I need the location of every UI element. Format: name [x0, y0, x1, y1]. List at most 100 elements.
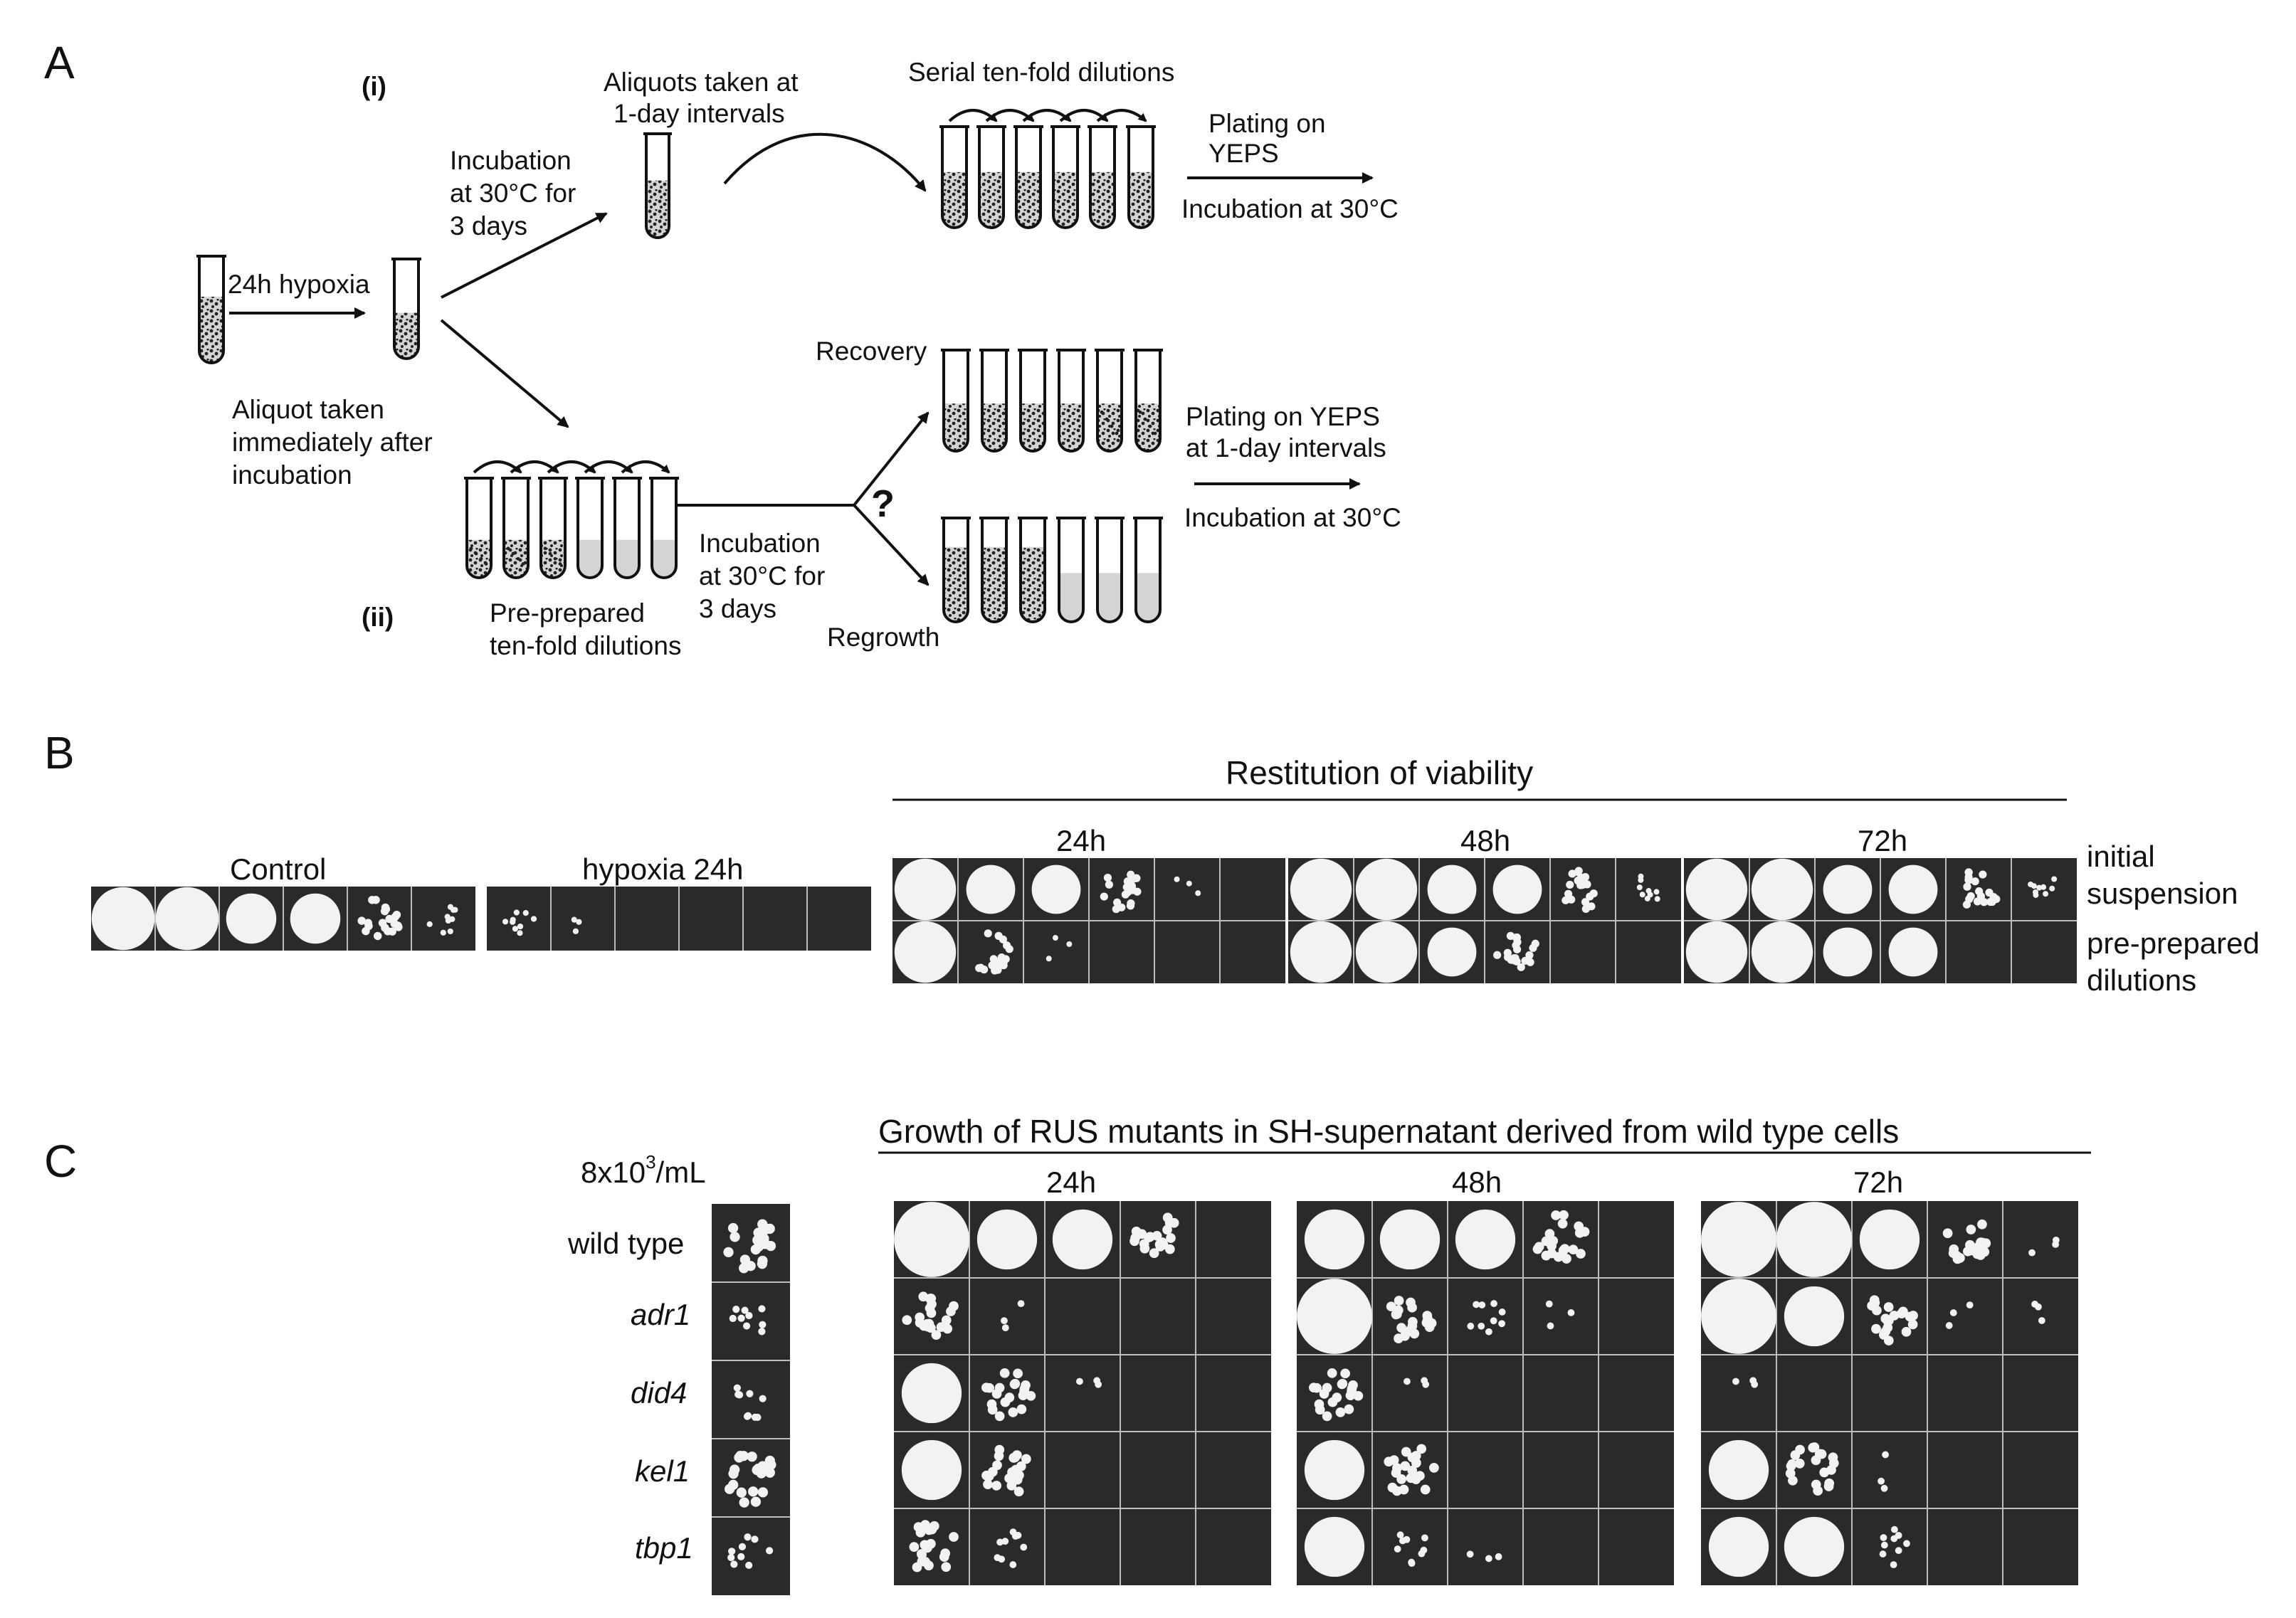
- colony-dot: [1574, 1227, 1585, 1238]
- recovery-tube-6: [1133, 349, 1163, 453]
- colony-dot: [2035, 1303, 2042, 1311]
- colony-dot: [757, 1226, 769, 1237]
- colony-dot: [1867, 1301, 1877, 1311]
- colony-dot: [1903, 1540, 1910, 1548]
- colony-dot: [1421, 1534, 1428, 1542]
- colony-dot: [394, 921, 402, 930]
- colony-dot: [994, 966, 1002, 974]
- plates-panel-c: [712, 1201, 2078, 1595]
- time-24h-b: 24h: [1056, 824, 1106, 857]
- recovery-tube-2: [979, 349, 1009, 453]
- colony-dot: [976, 963, 985, 972]
- dilution-tube-2: [976, 125, 1006, 229]
- route-ii-label: (ii): [362, 603, 394, 632]
- colony-dot: [1510, 956, 1519, 965]
- colony-dot: [765, 1547, 774, 1555]
- colony-spot: [226, 893, 277, 944]
- colony-dot: [1406, 1297, 1416, 1308]
- colony-dot: [730, 1560, 738, 1568]
- colony-dot: [1526, 958, 1534, 966]
- strain-adr1: adr1: [631, 1298, 690, 1331]
- restitution-title: Restitution of viability: [1226, 754, 1533, 791]
- regrowth-tube-6: [1133, 517, 1163, 623]
- dilution-tube-5: [1088, 125, 1117, 229]
- colony-dot: [2043, 891, 2049, 897]
- colony-dot: [766, 1459, 776, 1470]
- colony-dot: [981, 1382, 991, 1393]
- svg-text:YEPS: YEPS: [1208, 139, 1279, 168]
- colony-dot: [1337, 1378, 1348, 1389]
- colony-dot: [1581, 873, 1590, 882]
- colony-dot: [1964, 868, 1973, 877]
- colony-dot: [1547, 1322, 1554, 1330]
- panel-letter-c: C: [44, 1136, 77, 1187]
- colony-spot: [1751, 858, 1813, 921]
- colony-dot: [1493, 951, 1502, 959]
- panel-letter-b: B: [44, 727, 75, 778]
- colony-dot: [988, 961, 996, 970]
- question-mark: ?: [871, 482, 895, 525]
- dilution-tube-4: [1050, 125, 1080, 229]
- colony-dot: [744, 1533, 752, 1541]
- colony-dot: [1105, 880, 1113, 889]
- colony-dot: [1988, 897, 1996, 906]
- tube-hypoxia: [391, 258, 421, 360]
- time-48h-c: 48h: [1452, 1165, 1502, 1199]
- dilution-arcs-upper: [948, 109, 1147, 122]
- colony-dot: [440, 929, 446, 936]
- colony-dot: [447, 928, 453, 935]
- colony-dot: [510, 916, 516, 923]
- colony-dot: [522, 910, 529, 916]
- colony-dot: [1411, 1451, 1421, 1461]
- svg-text:at 30°C for: at 30°C for: [699, 561, 825, 591]
- pre-prepared-tube-4: [575, 477, 605, 579]
- pre-prepared-tube-2: [501, 477, 531, 579]
- regrowth-tube-5: [1095, 517, 1125, 623]
- colony-dot: [729, 1314, 737, 1323]
- colony-dot: [1400, 1461, 1411, 1471]
- colony-dot: [1013, 1486, 1024, 1497]
- colony-dot: [1558, 1245, 1569, 1256]
- recovery-tubes: [941, 349, 1163, 453]
- colony-dot: [920, 1540, 930, 1550]
- colony-dot: [1809, 1442, 1820, 1452]
- colony-dot: [747, 1452, 757, 1462]
- colony-dot: [1021, 1454, 1031, 1464]
- colony-spot: [1776, 1202, 1852, 1277]
- colony-dot: [1396, 1474, 1406, 1484]
- regrowth-tubes: [941, 517, 1163, 623]
- colony-spot: [1888, 864, 1938, 914]
- colony-dot: [1404, 1378, 1411, 1385]
- colony-dot: [1418, 1550, 1426, 1558]
- colony-dot: [758, 1305, 766, 1313]
- colony-dot: [1971, 877, 1979, 886]
- incubation-30-lower: Incubation at 30°C: [1184, 503, 1401, 532]
- colony-dot: [1095, 1380, 1102, 1388]
- colony-dot: [753, 1463, 764, 1474]
- colony-spot: [1784, 1516, 1845, 1577]
- colony-spot: [901, 1363, 962, 1424]
- recovery-tube-1: [941, 349, 971, 453]
- colony-dot: [984, 929, 992, 938]
- colony-dot: [1112, 905, 1120, 914]
- plate-rus-72h: [1701, 1201, 2078, 1585]
- colony-dot: [385, 914, 394, 924]
- colony-dot: [744, 1412, 752, 1419]
- regrowth-tube-1: [941, 517, 971, 623]
- colony-spot: [1031, 864, 1081, 914]
- colony-spot: [1859, 1209, 1920, 1270]
- colony-dot: [1394, 1296, 1404, 1306]
- colony-dot: [1495, 1553, 1502, 1560]
- colony-dot: [1162, 1212, 1173, 1223]
- colony-dot: [1490, 1317, 1497, 1325]
- pre-prepared-tube-1: [464, 477, 494, 579]
- colony-dot: [1979, 870, 1987, 879]
- plate-input-density: [712, 1204, 790, 1595]
- strain-wild-type: wild type: [567, 1227, 684, 1260]
- colony-spot: [1708, 1516, 1769, 1577]
- arrow-to-recovery: [853, 411, 930, 507]
- colony-dot: [728, 1479, 739, 1491]
- colony-dot: [384, 927, 392, 936]
- colony-dot: [757, 1487, 769, 1498]
- colony-dot: [759, 1321, 767, 1328]
